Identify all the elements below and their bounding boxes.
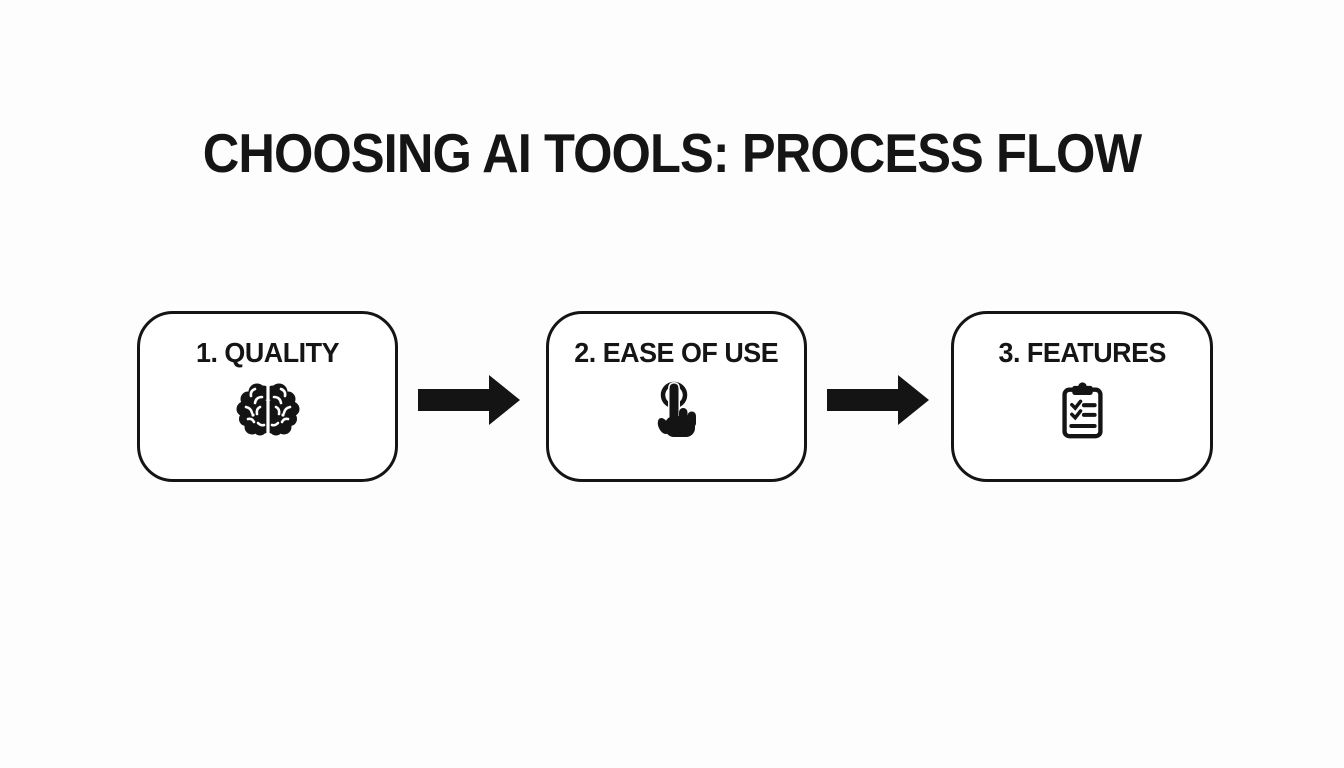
tap-gesture-icon (643, 377, 711, 445)
process-step-features: 3. FEATURES (951, 311, 1213, 482)
arrow-right-icon (418, 372, 521, 428)
process-step-quality: 1. QUALITY (137, 311, 398, 482)
step-label: 3. FEATURES (998, 337, 1166, 368)
step-label: 1. QUALITY (195, 337, 340, 368)
brain-icon (234, 377, 302, 445)
process-step-ease-of-use: 2. EASE OF USE (546, 311, 807, 482)
checklist-clipboard-icon (1048, 377, 1116, 445)
arrow-right-icon (827, 372, 930, 428)
page-title: CHOOSING AI TOOLS: PROCESS FLOW (202, 122, 1142, 184)
step-label: 2. EASE OF USE (574, 337, 779, 368)
